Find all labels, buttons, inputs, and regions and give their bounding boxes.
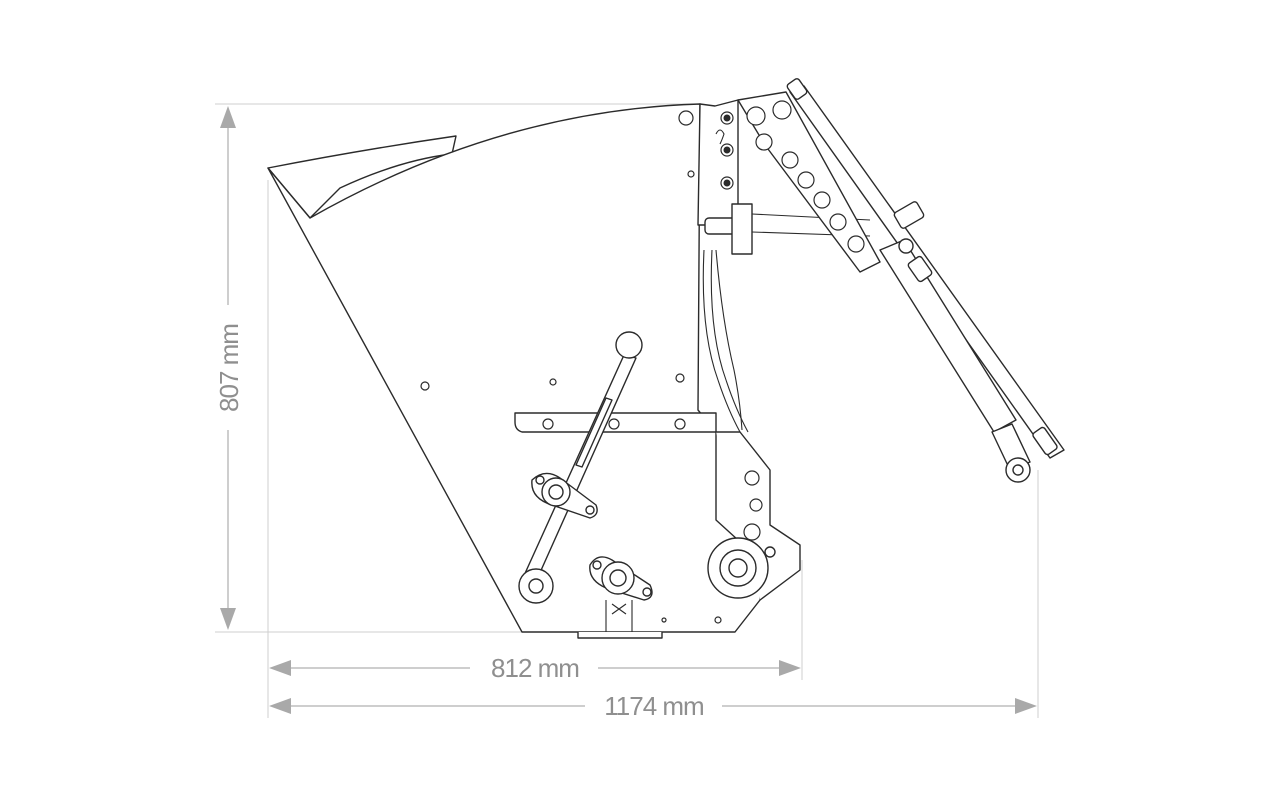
mounting-plate: [697, 99, 739, 226]
panel-holes: [420, 373, 722, 624]
lever-knob: [615, 331, 643, 359]
total-width-label: 1174 mm: [604, 691, 703, 721]
height-label: 807 mm: [214, 324, 244, 412]
base-foot: [577, 632, 663, 639]
total-width-arrow-right: [1015, 698, 1037, 714]
height-arrow-top: [220, 106, 236, 128]
body-width-arrow-left: [269, 660, 291, 676]
height-arrow-bottom: [220, 608, 236, 630]
total-width-dimension: 1174 mm: [269, 691, 1037, 721]
total-width-arrow-left: [269, 698, 291, 714]
bearing-lower: [589, 556, 653, 601]
mounting-bolts: [678, 110, 734, 190]
hydraulic-hose-b: [715, 249, 743, 431]
body-width-dimension: 812 mm: [269, 653, 801, 683]
hydraulic-hose-a: [702, 249, 741, 433]
body-width-arrow-right: [779, 660, 801, 676]
side-panel: [267, 103, 761, 633]
top-link-arm: [737, 78, 1065, 483]
adjustment-lever: [518, 331, 643, 604]
machine-body: [267, 99, 871, 639]
arm-holes: [746, 100, 865, 253]
roller: [707, 537, 776, 599]
hopper-deflector: [267, 135, 457, 219]
height-dimension: 807 mm: [214, 106, 244, 630]
bearing-upper: [531, 472, 598, 519]
body-width-label: 812 mm: [491, 653, 579, 683]
